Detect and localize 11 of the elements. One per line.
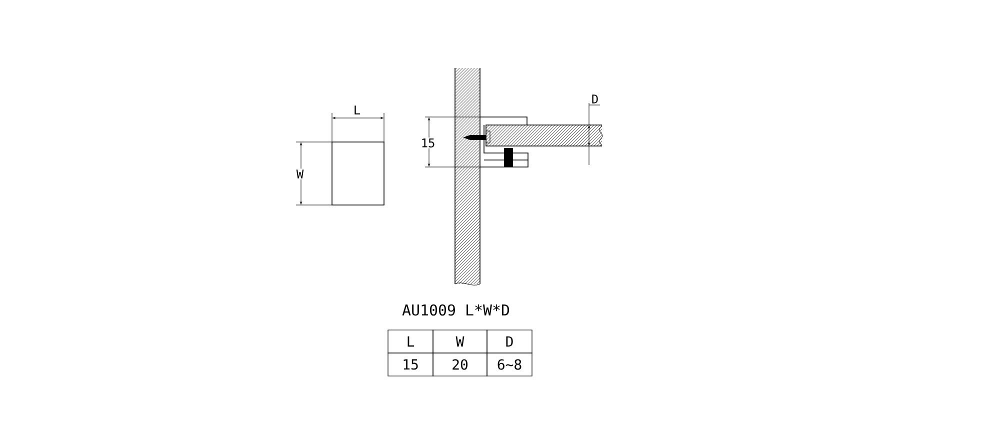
table-cell: D: [486, 330, 532, 354]
table-cell: 6~8: [486, 352, 532, 376]
table-cell: W: [432, 330, 488, 354]
table-cell: 15: [388, 352, 434, 376]
dimension-label: L: [352, 104, 362, 116]
title: AU1009 L*W*D: [402, 304, 510, 316]
table-cell: L: [388, 330, 434, 354]
dimension-label: D: [590, 94, 600, 104]
table-cell: 20: [432, 352, 488, 376]
dimension-label: W: [295, 168, 305, 180]
dimension-label: 15: [420, 138, 436, 148]
